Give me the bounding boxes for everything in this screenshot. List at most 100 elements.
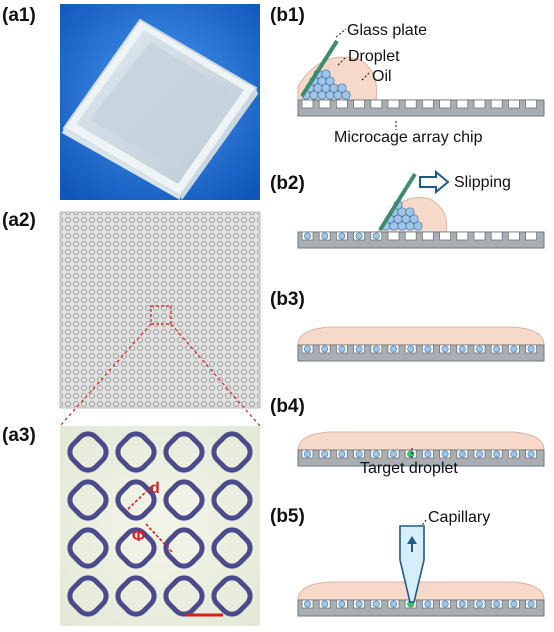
- well-droplet: [303, 232, 311, 240]
- a3-zoom-image: d Φ: [60, 426, 260, 626]
- b5-oil: [297, 581, 545, 601]
- label-d: d: [150, 480, 160, 497]
- droplet: [409, 214, 419, 224]
- microcage-ring: [163, 479, 205, 521]
- well-droplet: [389, 600, 397, 608]
- microcage-ring: [115, 431, 157, 473]
- droplet: [325, 76, 335, 86]
- microcage-ring: [115, 479, 157, 521]
- capillary: [399, 525, 425, 603]
- well-droplet: [493, 345, 501, 353]
- well-droplet: [510, 345, 518, 353]
- microcage-ring: [163, 575, 205, 617]
- phi-line: [145, 523, 173, 553]
- well-droplet: [355, 345, 363, 353]
- panel-label-b4: (b4): [270, 396, 305, 417]
- well-droplet: [321, 232, 329, 240]
- zoom-line-left: [59, 323, 152, 427]
- microcage-ring: [115, 575, 157, 617]
- microcage-ring: [67, 479, 109, 521]
- panel-label-b1: (b1): [270, 5, 305, 26]
- well-droplet: [475, 600, 483, 608]
- well-droplet: [493, 450, 501, 458]
- panel-label-b3: (b3): [270, 289, 305, 310]
- well-droplet: [338, 232, 346, 240]
- microcage-ring: [163, 431, 205, 473]
- droplet: [341, 90, 351, 100]
- zoom-box: [150, 305, 172, 325]
- well-droplet: [303, 345, 311, 353]
- panel-label-a3: (a3): [2, 425, 36, 446]
- label-chip: Microcage array chip: [334, 129, 483, 146]
- microcage-ring: [211, 431, 253, 473]
- zoom-line-right: [170, 323, 261, 427]
- label-slipping: Slipping: [454, 174, 511, 191]
- chip-b1: [297, 99, 545, 117]
- well-droplet: [510, 450, 518, 458]
- chip-b2: [297, 231, 545, 249]
- microcage-ring: [67, 431, 109, 473]
- a2-array-image: [59, 211, 261, 427]
- b1-glass-plate: [300, 39, 339, 98]
- droplet: [321, 69, 331, 79]
- well-droplet: [389, 345, 397, 353]
- well-droplet: [407, 345, 415, 353]
- label-capillary: Capillary: [428, 509, 490, 526]
- well-droplet: [338, 600, 346, 608]
- well-droplet: [527, 345, 535, 353]
- well-droplet: [475, 345, 483, 353]
- panel-label-a1: (a1): [2, 5, 36, 26]
- label-phi: Φ: [132, 528, 145, 545]
- well-droplet: [372, 345, 380, 353]
- well-droplet: [475, 450, 483, 458]
- microcage-ring: [163, 527, 205, 569]
- well-droplet: [424, 450, 432, 458]
- well-droplet: [355, 232, 363, 240]
- well-droplet: [303, 600, 311, 608]
- well-droplet: [458, 450, 466, 458]
- well-droplet: [389, 450, 397, 458]
- well-droplet: [372, 232, 380, 240]
- slipping-arrow-icon: [419, 169, 450, 195]
- droplet: [405, 207, 415, 217]
- chip-b5: [297, 599, 545, 617]
- well-droplet: [355, 600, 363, 608]
- well-droplet: [321, 450, 329, 458]
- well-droplet: [321, 345, 329, 353]
- well-droplet: [510, 600, 518, 608]
- d-line: [127, 485, 153, 510]
- b4-oil: [297, 431, 545, 451]
- microcage-ring: [211, 575, 253, 617]
- panel-label-b2: (b2): [270, 173, 305, 194]
- chip-b3: [297, 344, 545, 362]
- a1-chip-photo: [60, 4, 260, 200]
- droplet: [413, 221, 423, 231]
- well-droplet: [458, 600, 466, 608]
- well-droplet: [372, 450, 380, 458]
- microcage-ring: [211, 479, 253, 521]
- label-glass-plate: Glass plate: [347, 22, 427, 39]
- target-droplet: [407, 450, 415, 458]
- well-droplet: [527, 600, 535, 608]
- well-droplet: [372, 600, 380, 608]
- well-droplet: [338, 345, 346, 353]
- leader-droplet: [337, 56, 347, 66]
- well-droplet: [424, 600, 432, 608]
- well-droplet: [458, 345, 466, 353]
- b3-oil: [297, 326, 545, 346]
- microcage-ring: [115, 527, 157, 569]
- well-droplet: [441, 450, 449, 458]
- well-droplet: [355, 450, 363, 458]
- b1-droplet-pile: [301, 69, 351, 100]
- chips: [297, 99, 545, 617]
- label-oil: Oil: [372, 68, 392, 85]
- label-droplet: Droplet: [348, 48, 400, 65]
- well-droplet: [303, 450, 311, 458]
- well-droplet: [321, 600, 329, 608]
- microcage-ring: [211, 527, 253, 569]
- well-droplet: [527, 450, 535, 458]
- label-target-droplet: Target droplet: [360, 460, 458, 477]
- well-droplet: [338, 450, 346, 458]
